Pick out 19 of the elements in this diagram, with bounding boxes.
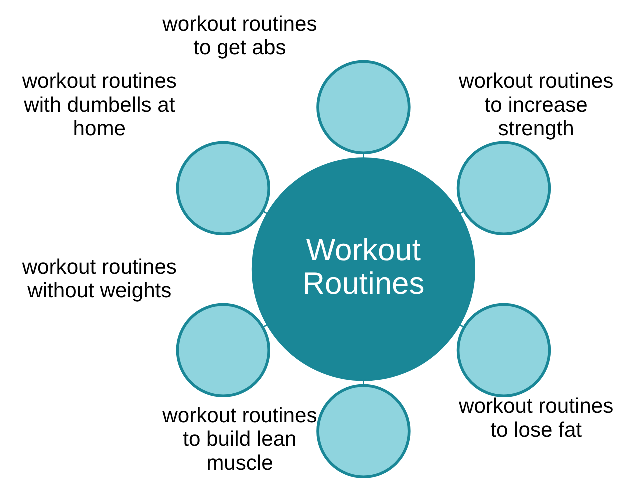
connector <box>363 380 364 386</box>
node-label: workout routines to lose fat <box>459 394 614 442</box>
node-circle <box>456 303 552 398</box>
node-label: workout routines to increase strength <box>459 70 614 141</box>
node-circle <box>316 60 411 155</box>
connector <box>460 324 464 328</box>
node-circle <box>456 141 552 236</box>
node-label: workout routines without weights <box>22 256 177 303</box>
node-label: workout routines to build lean muscle <box>162 404 318 476</box>
node-circle <box>316 384 411 478</box>
node-circle <box>176 141 271 236</box>
node-circle <box>176 303 271 398</box>
connector <box>263 210 268 214</box>
connector <box>460 210 464 214</box>
node-label: workout routines to get abs <box>162 12 318 60</box>
node-label: workout routines with dumbells at home <box>22 70 177 141</box>
node-circle: Workout Routines <box>252 158 476 382</box>
connector <box>263 324 268 328</box>
connector <box>363 154 364 158</box>
